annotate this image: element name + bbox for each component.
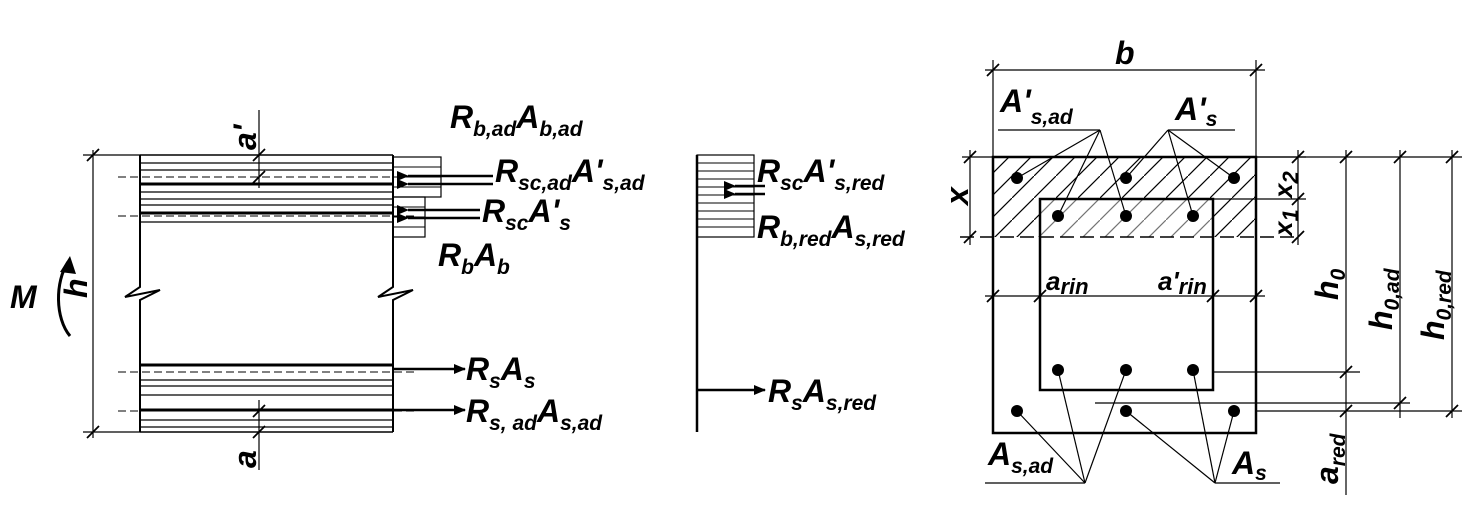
a-rin-label: arin (1046, 266, 1089, 299)
x-label: x (939, 186, 975, 207)
width-dimension: b (985, 35, 1265, 157)
bending-moment: M (10, 256, 76, 337)
a-rin-prime-label: a'rin (1158, 266, 1207, 299)
width-label: b (1115, 35, 1135, 71)
bottom-bars-label: As (1231, 445, 1267, 485)
a-red-label: ared (1309, 432, 1350, 484)
x-dimension: x (939, 150, 993, 245)
top-bars-label: A's (1174, 91, 1217, 131)
height-dimension: h (58, 148, 140, 439)
h0-label: h0 (1309, 268, 1350, 300)
force-label-sc-red: RscA's,red (757, 153, 886, 195)
x1-x2-dimension: x2 x1 (1213, 150, 1306, 245)
left-section: h M a' a Rb,adAb, (10, 99, 646, 470)
effective-depth-dimensions: h0 h0,ad h0,red ared (1095, 150, 1462, 495)
moment-label: M (10, 279, 38, 315)
compression-stress-block (392, 156, 442, 238)
force-label-s-ad: Rs, adAs,ad (466, 393, 603, 435)
force-label-sc-ad: Rsc,adA's,ad (495, 153, 646, 195)
h0-red-label: h0,red (1415, 269, 1456, 340)
h0-ad-label: h0,ad (1363, 267, 1404, 330)
reduced-stress-hatch (697, 162, 754, 228)
x1-label: x1 (1268, 209, 1303, 238)
cover-top-dimension: a' (227, 110, 266, 188)
bottom-ad-bars-label: As,ad (987, 436, 1054, 478)
force-label-b-ad: Rb,adAb,ad (450, 99, 584, 141)
x2-label: x2 (1268, 171, 1303, 200)
top-ad-bars-label: A's,ad (999, 83, 1074, 129)
force-label-b: RbAb (438, 237, 510, 279)
height-label: h (58, 278, 94, 298)
inner-core-outline (1038, 197, 1215, 392)
cross-section: b x x2 x1 (939, 35, 1462, 495)
leader-lines (985, 129, 1280, 484)
top-rebar-lines (118, 162, 415, 223)
force-label-b-red: Rb,redAs,red (757, 209, 906, 251)
cover-bottom-dimension: a (227, 400, 266, 470)
force-label-s-red: RsAs,red (768, 373, 877, 415)
bottom-rebar-lines (118, 363, 415, 428)
force-label-sc: RscA's (482, 193, 571, 235)
cover-top-label: a' (227, 123, 263, 150)
cover-bottom-label: a (227, 450, 263, 468)
a-rin-dimension: arin a'rin (985, 266, 1265, 303)
reduced-section: RscA's,red Rb,redAs,red RsAs,red (695, 153, 906, 432)
force-label-s: RsAs (466, 351, 536, 393)
